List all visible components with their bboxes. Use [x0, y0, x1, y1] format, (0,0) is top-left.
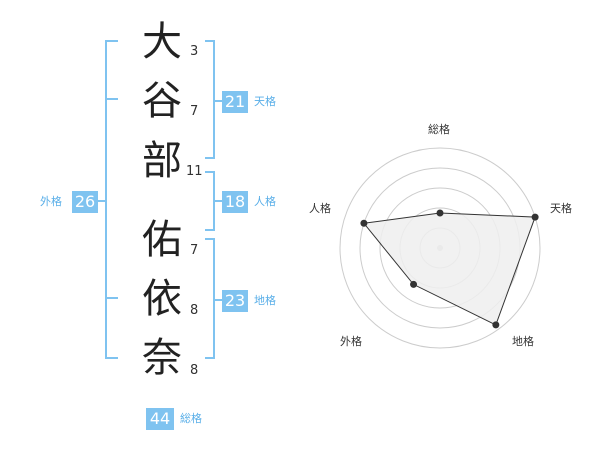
radar-label-chikaku: 地格: [512, 335, 534, 348]
jinkaku-label: 人格: [254, 195, 276, 208]
jinkaku-badge: 18: [222, 191, 248, 213]
name-char-5: 依: [142, 276, 182, 322]
stroke-count-5: 8: [190, 303, 199, 318]
gaikaku-badge: 26: [72, 191, 98, 213]
name-char-1: 大: [142, 19, 182, 65]
radar-point-4: [410, 280, 418, 288]
radar-point-5: [360, 219, 368, 227]
stroke-count-1: 3: [190, 44, 199, 59]
radar-point-2: [531, 213, 539, 221]
radar-point-3: [492, 321, 500, 329]
chikaku-label: 地格: [254, 294, 276, 307]
tenkaku-badge: 21: [222, 91, 248, 113]
radar-label-soukaku: 総格: [428, 123, 450, 136]
soukaku-label: 総格: [180, 412, 202, 425]
tenkaku-label: 天格: [254, 95, 276, 108]
stroke-count-2: 7: [190, 104, 199, 119]
soukaku-badge: 44: [146, 408, 174, 430]
radar-grid-ring-5: [339, 147, 541, 349]
name-char-3: 部: [142, 138, 182, 184]
stroke-count-6: 8: [190, 363, 199, 378]
chikaku-badge: 23: [222, 290, 248, 312]
name-char-4: 佑: [142, 217, 182, 263]
gaikaku-label: 外格: [40, 195, 62, 208]
radar-label-gaikaku: 外格: [340, 335, 362, 348]
radar-value-polygon: [362, 212, 536, 326]
stroke-count-4: 7: [190, 243, 199, 258]
name-char-6: 奈: [142, 335, 182, 381]
name-char-2: 谷: [142, 78, 182, 124]
stroke-count-3: 11: [186, 164, 203, 179]
radar-label-jinkaku: 人格: [309, 202, 331, 215]
radar-label-tenkaku: 天格: [550, 202, 572, 215]
radar-point-1: [436, 209, 444, 217]
